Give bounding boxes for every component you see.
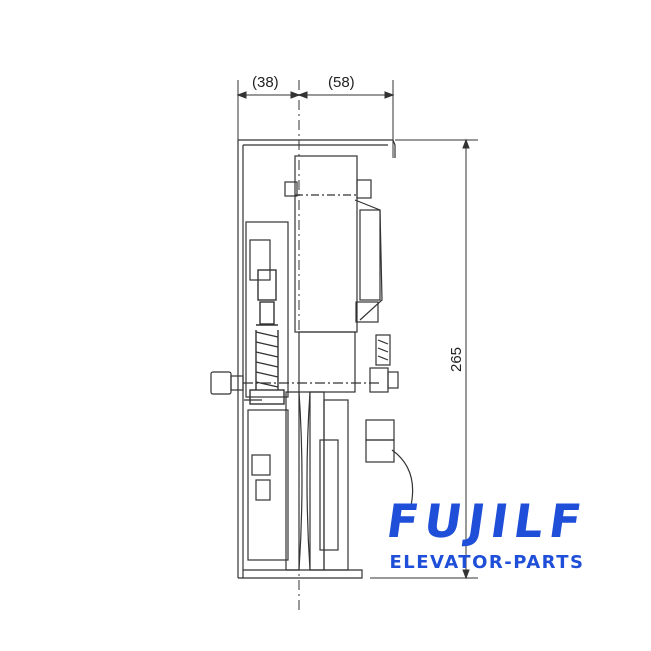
- dimension-label-right: (58): [328, 74, 355, 91]
- compression-spring: [249, 269, 285, 405]
- roller-wheel: [285, 391, 349, 571]
- axle-bolt: [210, 367, 399, 395]
- shoe-body: [284, 155, 372, 393]
- height-dimension: [370, 138, 478, 580]
- arm-plate: [245, 221, 289, 561]
- frame-plate: [237, 139, 396, 579]
- brand-logo: FUJILF ELEVATOR-PARTS: [372, 494, 602, 573]
- lower-left-parts: [244, 399, 271, 501]
- dimension-label-height: 265: [448, 347, 465, 372]
- lower-nuts: [365, 419, 414, 511]
- dimension-label-left: (38): [252, 74, 279, 91]
- brand-name: FUJILF: [383, 494, 591, 548]
- right-bracket: [354, 199, 383, 323]
- small-spring-right: [375, 334, 391, 366]
- brand-subtitle: ELEVATOR-PARTS: [389, 552, 585, 573]
